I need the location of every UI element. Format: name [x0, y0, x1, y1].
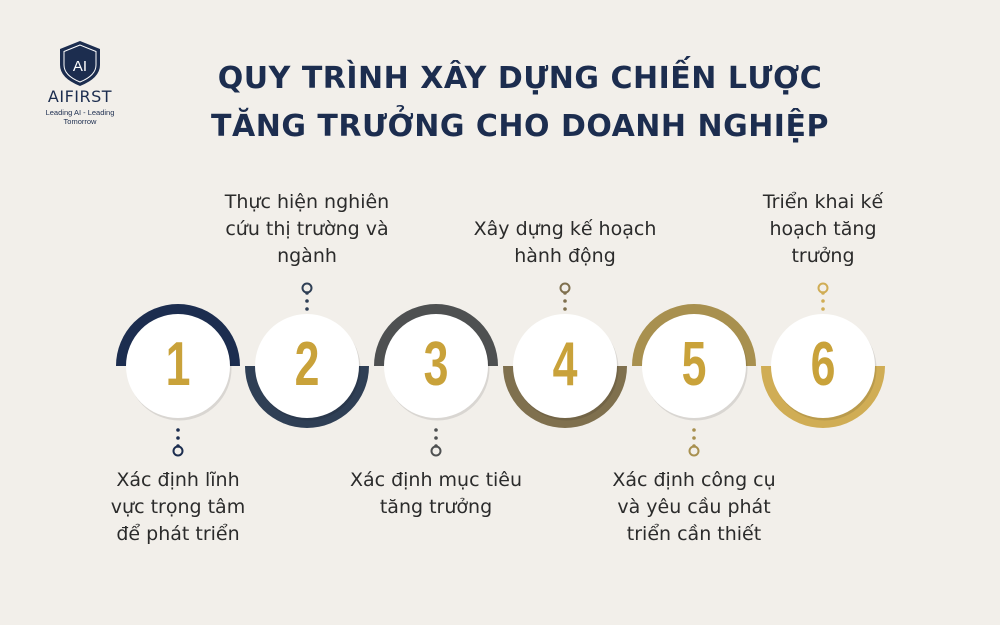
step-2-dot-3: [305, 307, 309, 311]
step-3-label-line-2: tăng trưởng: [379, 496, 493, 518]
step-5-circle: [642, 314, 746, 418]
step-1-marker-icon: [172, 445, 184, 457]
step-6-label-line-2: hoạch tăng: [769, 218, 877, 240]
step-2-number: 2: [294, 330, 320, 399]
step-5-label-line-1: Xác định công cụ: [612, 469, 776, 491]
step-3-number: 3: [423, 330, 449, 399]
step-4-number: 4: [552, 330, 578, 399]
brand-logo: AI AIFIRST Leading AI - Leading Tomorrow: [30, 38, 130, 126]
step-2-label-line-3: ngành: [277, 245, 337, 267]
step-3-circle: [384, 314, 488, 418]
step-5-marker-icon: [688, 445, 700, 457]
step-2-circle: [255, 314, 359, 418]
step-1-label: Xác định lĩnh vực trọng tâm để phát triển: [68, 467, 288, 548]
step-5-dot-2: [692, 436, 696, 440]
step-4-dot-3: [563, 307, 567, 311]
step-1-label-line-1: Xác định lĩnh: [116, 469, 240, 491]
step-4-label: Xây dựng kế hoạch hành động: [455, 216, 675, 270]
step-1-circle: [126, 314, 230, 418]
step-6-dot-2: [821, 299, 825, 303]
step-4-dot-2: [563, 299, 567, 303]
step-3-marker-icon: [430, 445, 442, 457]
step-6-label-line-1: Triển khai kế: [762, 191, 884, 213]
step-5-dot-1: [692, 428, 696, 432]
step-6-number: 6: [810, 330, 836, 399]
step-5-label-line-3: triển cần thiết: [626, 523, 762, 545]
brand-tagline: Leading AI - Leading Tomorrow: [45, 108, 115, 126]
brand-mark: AI: [73, 58, 87, 75]
step-6-circle: [771, 314, 875, 418]
step-1-label-line-2: vực trọng tâm: [110, 496, 246, 518]
step-5-label: Xác định công cụ và yêu cầu phát triển cần…: [584, 467, 804, 548]
step-6-marker-icon: [817, 282, 829, 294]
step-4-circle: [513, 314, 617, 418]
step-3-label-line-1: Xác định mục tiêu: [349, 469, 523, 491]
step-3-dot-1: [434, 428, 438, 432]
step-2-label-line-1: Thực hiện nghiên: [224, 191, 390, 213]
step-2-dot-2: [305, 299, 309, 303]
step-5-number: 5: [681, 330, 707, 399]
step-3-dot-2: [434, 436, 438, 440]
step-5-label-line-2: và yêu cầu phát: [617, 496, 771, 518]
shield-logo-icon: AI: [60, 41, 100, 86]
step-1-label-line-3: để phát triển: [116, 523, 240, 545]
page-title-line-2: TĂNG TRƯỞNG CHO DOANH NGHIỆP: [211, 109, 829, 144]
step-1-number: 1: [165, 330, 191, 399]
page-title-line-1: QUY TRÌNH XÂY DỰNG CHIẾN LƯỢC: [217, 61, 823, 96]
step-1-dot-1: [176, 428, 180, 432]
brand-name: AIFIRST: [47, 87, 113, 106]
step-4-label-line-1: Xây dựng kế hoạch: [473, 218, 657, 240]
step-6-label-line-3: trưởng: [791, 245, 855, 267]
step-1-dot-2: [176, 436, 180, 440]
step-2-marker-icon: [301, 282, 313, 294]
step-6-dot-3: [821, 307, 825, 311]
step-6-label: Triển khai kế hoạch tăng trưởng: [713, 189, 933, 270]
step-3-label: Xác định mục tiêu tăng trưởng: [326, 467, 546, 521]
step-2-label-line-2: cứu thị trường và: [225, 218, 389, 240]
step-4-label-line-2: hành động: [514, 245, 616, 267]
step-2-label: Thực hiện nghiên cứu thị trường và ngành: [197, 189, 417, 270]
step-4-marker-icon: [559, 282, 571, 294]
